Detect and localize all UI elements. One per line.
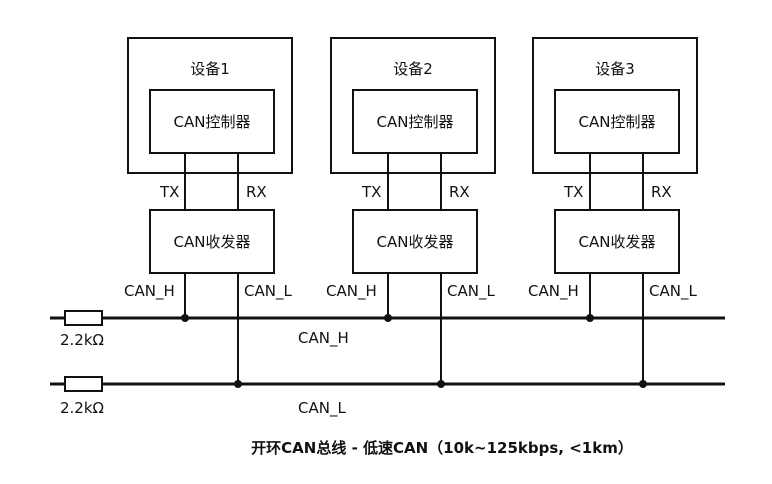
can-h-bus-label: CAN_H [298,329,349,348]
can-l-bus-label: CAN_L [298,399,346,418]
device-1-can-h-junction [181,314,189,322]
device-3-tx-label: TX [563,183,583,201]
device-1-tx-label: TX [159,183,179,201]
resistor-h [64,310,103,326]
device-3-can-l-label: CAN_L [649,282,697,301]
device-3-transceiver-box [554,209,680,274]
resistor-l [64,376,103,392]
device-3-can-h-junction [586,314,594,322]
diagram-caption: 开环CAN总线 - 低速CAN（10k~125kbps, <1km） [251,439,633,457]
device-3-title: 设备3 [595,60,635,78]
device-2-can-h-label: CAN_H [326,282,377,301]
device-1-can-h-label: CAN_H [124,282,175,301]
device-1-controller-label: CAN控制器 [174,113,251,131]
device-2-rx-label: RX [449,183,470,201]
device-3-can-l-junction [639,380,647,388]
device-3-controller-box [554,89,680,154]
device-1-rx-label: RX [246,183,267,201]
device-2-controller-box [352,89,478,154]
device-2-can-l-label: CAN_L [447,282,495,301]
resistor-h-label: 2.2kΩ [60,331,104,349]
device-2-tx-label: TX [361,183,381,201]
device-1-transceiver-box [149,209,275,274]
device-2-title: 设备2 [393,60,433,78]
device-1-title: 设备1 [190,60,230,78]
device-3: 设备3 CAN控制器 TX RX CAN收发器 CAN_H CAN_L [528,37,698,388]
device-3-transceiver-label: CAN收发器 [579,233,656,251]
device-3-controller-label: CAN控制器 [579,113,656,131]
device-1-controller-box [149,89,275,154]
device-1-transceiver-label: CAN收发器 [174,233,251,251]
device-1-can-l-junction [234,380,242,388]
device-2-controller-label: CAN控制器 [377,113,454,131]
device-3-rx-label: RX [651,183,672,201]
device-1-can-l-label: CAN_L [244,282,292,301]
device-2-transceiver-label: CAN收发器 [377,233,454,251]
resistor-l-label: 2.2kΩ [60,399,104,417]
device-2-can-l-junction [437,380,445,388]
device-2-transceiver-box [352,209,478,274]
device-2-can-h-junction [384,314,392,322]
device-1: 设备1 CAN控制器 TX RX CAN收发器 CAN_H CAN_L [124,37,293,388]
device-2: 设备2 CAN控制器 TX RX CAN收发器 CAN_H CAN_L [326,37,496,388]
device-3-can-h-label: CAN_H [528,282,579,301]
